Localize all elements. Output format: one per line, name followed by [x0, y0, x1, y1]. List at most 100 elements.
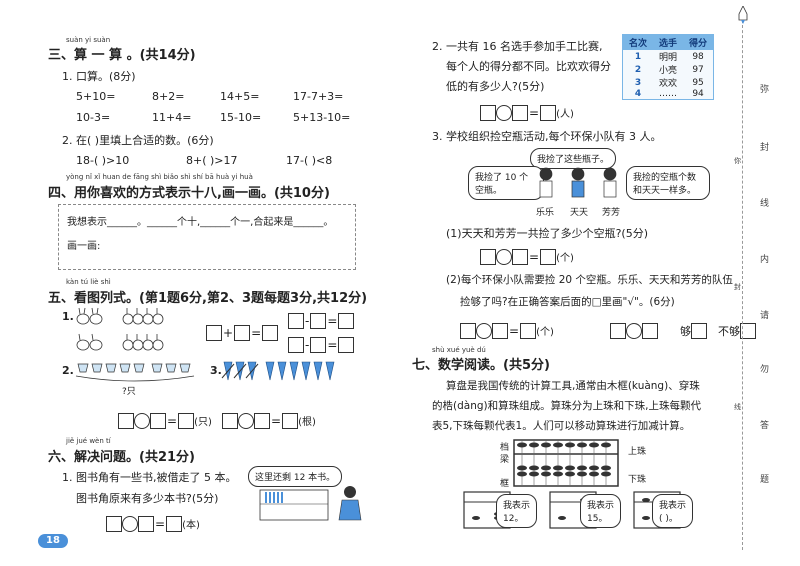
margin-small-char: 你: [734, 157, 741, 165]
answer-box[interactable]: [166, 515, 183, 532]
calc-1: 5+10=: [76, 90, 116, 103]
answer-box[interactable]: [222, 412, 238, 429]
answer-box[interactable]: [540, 104, 557, 121]
carrots-illustration: [221, 361, 335, 381]
operator-circle[interactable]: [134, 412, 150, 429]
not-enough-label: 不够: [718, 324, 740, 338]
enough-label: 够: [680, 324, 691, 338]
s6-q1-answer: =(本): [106, 513, 200, 532]
answer-box[interactable]: [118, 412, 134, 429]
enough-checkbox[interactable]: [691, 322, 707, 339]
player: ……: [659, 89, 678, 99]
bookshelf-girl-illustration: [259, 486, 362, 521]
rabbit-icon: [76, 307, 103, 325]
section4-frame: 我想表示______。______个十,______个一,合起来是______。…: [58, 204, 356, 270]
answer-box[interactable]: [206, 324, 222, 341]
answer-box[interactable]: [288, 312, 304, 329]
player: 小亮: [659, 66, 678, 76]
operator-circle[interactable]: [496, 104, 512, 121]
answer-box[interactable]: [138, 515, 154, 532]
answer-box[interactable]: [150, 412, 166, 429]
b2-value: 15。: [587, 514, 608, 524]
answer-box[interactable]: [480, 248, 496, 265]
r-q3-2-answer: =(个): [460, 320, 554, 339]
answer-box[interactable]: [642, 322, 658, 339]
answer-box[interactable]: [338, 312, 355, 329]
section7-title: 七、数学阅读。(共5分): [412, 358, 550, 373]
answer-box[interactable]: [338, 336, 355, 353]
label-liang: 梁: [500, 455, 510, 465]
answer-box[interactable]: [288, 336, 304, 353]
s5-q1-answer-2: -=: [288, 310, 355, 329]
fill-2: 8+( )>17: [186, 154, 238, 167]
abacus-bubble-2: 我表示 15。: [580, 494, 622, 528]
compare-circle[interactable]: [626, 322, 642, 339]
bubble-fangfang: 我捡的空瓶个数 和天天一样多。: [626, 166, 710, 200]
answer-box[interactable]: [262, 324, 279, 341]
r-q3-2-unit: (个): [536, 327, 554, 338]
answer-box[interactable]: [282, 412, 299, 429]
section5-pinyin: kàn tú liè shì: [66, 278, 111, 286]
bubble-lele: 我捡了这些瓶子。: [530, 148, 617, 169]
s5-q2-question: ?只: [122, 387, 136, 397]
r-q2-line1: 2. 一共有 16 名选手参加手工比赛,: [432, 40, 603, 53]
calc-4: 17-7+3=: [293, 90, 344, 103]
b3-label: 我表示: [659, 501, 687, 511]
answer-box[interactable]: [106, 515, 122, 532]
answer-box[interactable]: [460, 322, 476, 339]
page-number: 18: [38, 534, 68, 548]
answer-box[interactable]: [310, 336, 327, 353]
operator-circle[interactable]: [238, 412, 254, 429]
rank: 4: [634, 89, 642, 99]
b1-value: 12。: [503, 514, 524, 524]
margin-char: 请: [760, 311, 770, 321]
b2-label: 我表示: [587, 501, 615, 511]
section4-pinyin: yòng nǐ xǐ huan de fāng shì biǎo shì shí…: [66, 173, 253, 181]
enough-choice: 够: [680, 320, 707, 339]
rank: 2: [634, 64, 642, 75]
s5-q3-unit: (根): [298, 417, 316, 428]
score: 95: [692, 77, 704, 88]
answer-box[interactable]: [492, 322, 508, 339]
calc-6: 11+4=: [152, 111, 192, 124]
answer-box[interactable]: [512, 248, 528, 265]
rocket-icon: [738, 5, 748, 24]
margin-small-char: 封: [734, 283, 741, 291]
s5-q3-answer: =(根): [222, 410, 316, 429]
answer-box[interactable]: [178, 412, 195, 429]
player: 欢欢: [659, 79, 678, 89]
operator-circle[interactable]: [496, 248, 512, 265]
answer-box[interactable]: [234, 324, 251, 341]
answer-box[interactable]: [512, 104, 528, 121]
compare-row: [610, 320, 658, 339]
margin-char: 封: [760, 143, 770, 153]
r-q3-1-unit: (个): [556, 253, 574, 264]
calc-3: 14+5=: [220, 90, 260, 103]
answer-box[interactable]: [310, 312, 327, 329]
margin-char: 线: [760, 199, 770, 209]
answer-box[interactable]: [540, 248, 557, 265]
not-enough-checkbox[interactable]: [740, 322, 756, 339]
name-fangfang: 芳芳: [602, 208, 621, 218]
margin-char: 答: [760, 421, 770, 431]
answer-box[interactable]: [480, 104, 496, 121]
answer-box[interactable]: [610, 322, 626, 339]
bubble-c-line2: 和天天一样多。: [633, 186, 697, 196]
bubble-tiantian: 我捡了 10 个 空瓶。: [468, 166, 544, 200]
section6-pinyin: jiě jué wèn tí: [66, 437, 111, 445]
s5-q2-answer: =(只): [118, 410, 212, 429]
operator-circle[interactable]: [476, 322, 492, 339]
s7-p2: 的梏(dàng)和算珠组成。算珠分为上珠和下珠,上珠每颗代: [432, 400, 701, 412]
margin-small-char: 线: [734, 403, 741, 411]
answer-box[interactable]: [520, 322, 537, 339]
abacus-illustration: [513, 439, 619, 487]
rabbits-illustration: [76, 307, 164, 351]
answer-box[interactable]: [254, 412, 270, 429]
b3-value[interactable]: ( )。: [659, 514, 678, 524]
operator-circle[interactable]: [122, 515, 138, 532]
margin-char: 内: [760, 255, 770, 265]
bubble-b-line2: 空瓶。: [475, 186, 503, 196]
score: 97: [692, 64, 704, 75]
